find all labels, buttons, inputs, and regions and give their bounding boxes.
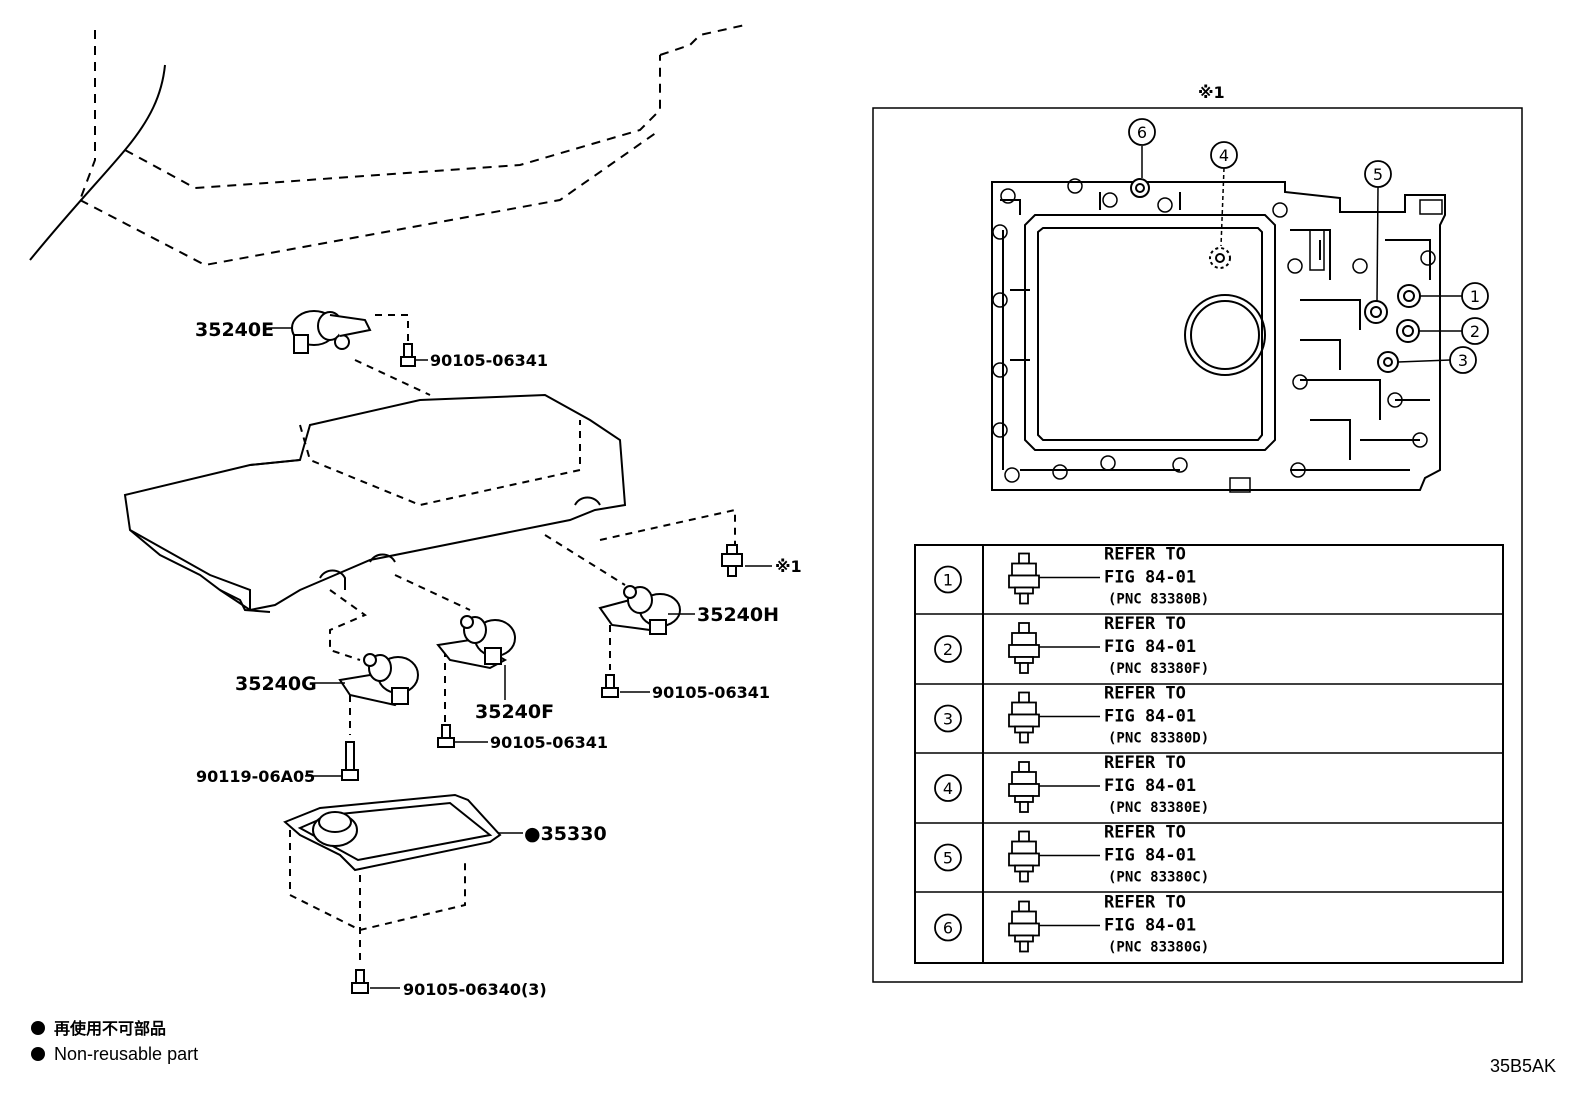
label-bolt-f: 90105-06341 [490,733,608,752]
row-number: 5 [943,849,953,868]
label-35240h: 35240H [697,604,779,626]
row-number-circle [934,565,962,594]
fig-reference: FIG 84-01 [1104,568,1196,588]
refer-text: REFER TO [1104,823,1186,843]
fig-reference: FIG 84-01 [1104,707,1196,727]
bolt-icon-marker [721,544,743,577]
refer-text: REFER TO [1104,614,1186,634]
pnc-code: (PNC 83380E) [1108,800,1209,816]
solenoid-35240e-icon [291,310,372,354]
svg-text:1: 1 [1470,287,1480,306]
callout-4: 4 [1210,141,1238,169]
label-marker-1: ※1 [775,557,802,576]
refer-row-5: 5 REFER TO FIG 84-01 (PNC 83380C) [934,823,1209,886]
label-pan-bolt: 90105-06340(3) [403,980,547,999]
callout-3: 3 [1449,346,1477,374]
solenoid-icon [1008,552,1040,605]
solenoid-icon [1008,622,1040,674]
callout-5: 5 [1364,160,1392,188]
callout-1: 1 [1461,282,1489,310]
refer-row-6: 6 REFER TO FIG 84-01 (PNC 83380G) [934,893,1209,956]
row-number-circle [934,843,962,872]
assembly-leader-lines [289,314,736,965]
legend: 再使用不可部品 Non-reusable part [31,1019,198,1064]
solenoid-icon [1008,830,1040,883]
fig-reference: FIG 84-01 [1104,916,1196,936]
solenoid-icon [1008,691,1040,744]
row-number: 3 [943,710,953,729]
row-number: 2 [943,640,953,659]
solenoid-35240f-icon [436,615,516,670]
svg-text:5: 5 [1373,165,1383,184]
label-bolt-g: 90119-06A05 [196,767,315,786]
pnc-code: (PNC 83380C) [1108,870,1209,886]
detail-title: ※1 [1198,83,1225,102]
refer-row-1: 1 REFER TO FIG 84-01 (PNC 83380B) [934,545,1209,608]
refer-row-3: 3 REFER TO FIG 84-01 (PNC 83380D) [934,684,1209,747]
refer-text: REFER TO [1104,893,1186,913]
bolt-icon-g [341,741,359,781]
row-number-circle [934,913,962,942]
label-35330: ●35330 [524,823,607,845]
legend-bullet-icon-1 [31,1021,45,1035]
solenoid-icon [1008,900,1040,953]
legend-bullet-icon-2 [31,1047,45,1061]
fig-reference: FIG 84-01 [1104,776,1196,796]
gasket-35330-icon [283,793,502,872]
detail-frame [872,107,1523,983]
valve-body-solenoid-positions [1130,178,1421,373]
row-number-circle [934,635,962,663]
refer-text: REFER TO [1104,545,1186,565]
row-number-circle [934,704,962,733]
pnc-code: (PNC 83380B) [1108,592,1209,608]
bolt-icon-pan [351,969,369,994]
svg-text:2: 2 [1470,322,1480,341]
row-number: 4 [943,779,953,798]
callout-leaders [1141,146,1462,363]
bolt-icon-h [601,674,619,698]
pnc-code: (PNC 83380F) [1108,661,1209,677]
refer-text: REFER TO [1104,753,1186,773]
refer-text: REFER TO [1104,684,1186,704]
transmission-case-outline [29,24,746,267]
fig-reference: FIG 84-01 [1104,637,1196,657]
row-number: 1 [943,571,953,590]
svg-text:4: 4 [1219,146,1229,165]
valve-body [123,393,627,613]
solenoid-35240h-icon [598,585,681,635]
label-35240e: 35240E [195,319,274,341]
callout-2: 2 [1461,317,1489,345]
label-35240f: 35240F [475,701,554,723]
label-bolt-e: 90105-06341 [430,351,548,370]
label-leaders [268,327,772,989]
legend-english: Non-reusable part [54,1044,198,1064]
fig-reference: FIG 84-01 [1104,846,1196,866]
label-bolt-h: 90105-06341 [652,683,770,702]
pnc-code: (PNC 83380G) [1108,940,1209,956]
solenoid-35240g-icon [338,653,419,707]
pnc-code: (PNC 83380D) [1108,731,1209,747]
row-number: 6 [943,919,953,938]
svg-text:6: 6 [1137,123,1147,142]
label-35240g: 35240G [235,673,317,695]
refer-table [914,544,1504,964]
bolt-icon-e [400,343,416,367]
legend-japanese: 再使用不可部品 [54,1019,166,1038]
row-number-circle [934,774,962,802]
bolt-icon-f [437,724,455,748]
valve-body-top-view [991,178,1446,493]
refer-row-2: 2 REFER TO FIG 84-01 (PNC 83380F) [934,614,1209,677]
solenoid-icon [1008,761,1040,813]
figure-code: 35B5AK [1490,1056,1556,1076]
callout-6: 6 [1128,118,1156,146]
svg-text:3: 3 [1458,351,1468,370]
refer-row-4: 4 REFER TO FIG 84-01 (PNC 83380E) [934,753,1209,816]
